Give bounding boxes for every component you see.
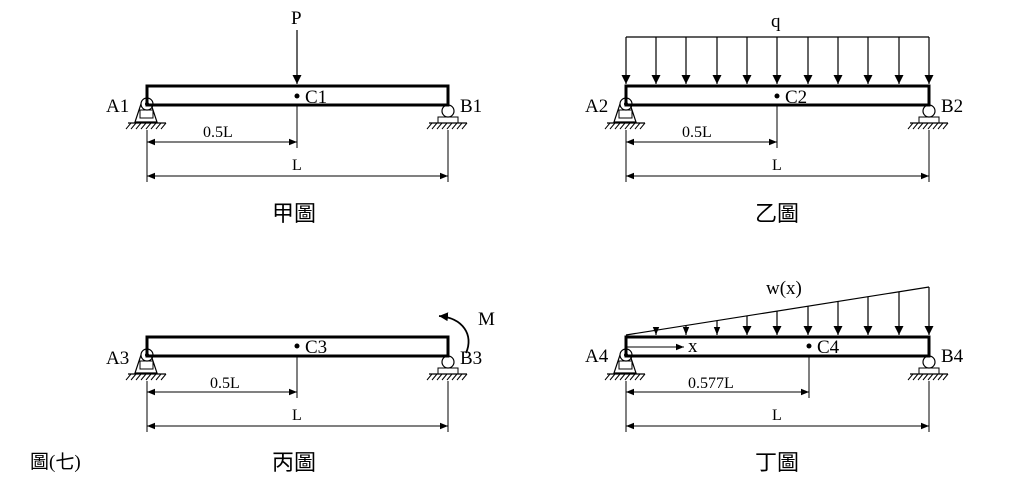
panel-jia: P C1 A1 B1 0.5L L 甲圖 (106, 8, 482, 226)
support-left-label: A1 (106, 96, 129, 117)
support-right-label: B4 (941, 346, 964, 367)
pin-support-left (604, 348, 646, 381)
x-label: x (688, 336, 698, 357)
moment-arrow (438, 312, 470, 354)
center-point (294, 93, 300, 99)
support-right-label: B2 (941, 96, 963, 117)
triangular-load (625, 286, 934, 336)
roller-support-right (426, 355, 468, 381)
center-label: C1 (305, 87, 327, 108)
figure-label: 圖(七) (30, 451, 81, 473)
center-label: C3 (305, 337, 327, 358)
pin-support-left (125, 97, 167, 130)
span-dim-label: L (772, 407, 782, 424)
roller-support-right (907, 355, 949, 381)
roller-support-right (907, 104, 949, 130)
center-label: C4 (817, 337, 840, 358)
load-label: P (291, 8, 302, 29)
panel-ding: w(x) x C4 A4 B4 0.577L L 丁圖 (585, 278, 964, 475)
panel-bing: M C3 A3 B3 0.5L L 丙圖 (106, 309, 495, 475)
span-dim-label: L (292, 407, 302, 424)
span-dim-label: L (772, 157, 782, 174)
center-label: C2 (785, 87, 807, 108)
center-dim-label: 0.577L (688, 375, 734, 392)
support-right-label: B1 (460, 96, 482, 117)
center-dim-label: 0.5L (682, 124, 712, 141)
panel-caption: 丁圖 (755, 450, 799, 475)
support-left-label: A3 (106, 348, 129, 369)
span-dim-label: L (292, 157, 302, 174)
pin-support-left (125, 348, 167, 381)
roller-support-right (426, 104, 468, 130)
center-point (774, 93, 780, 99)
load-label: q (771, 11, 781, 32)
panel-caption: 丙圖 (272, 450, 316, 475)
load-label: M (478, 309, 495, 330)
panel-yi: q C2 A2 B2 0.5L L 乙圖 (585, 11, 963, 226)
center-point (806, 343, 812, 349)
support-left-label: A4 (585, 346, 609, 367)
support-left-label: A2 (585, 96, 608, 117)
support-right-label: B3 (460, 348, 482, 369)
load-label: w(x) (766, 278, 802, 299)
panel-caption: 甲圖 (272, 201, 316, 226)
center-dim-label: 0.5L (203, 124, 233, 141)
pin-support-left (604, 97, 646, 130)
center-point (294, 343, 300, 349)
center-dim-label: 0.5L (210, 375, 240, 392)
panel-caption: 乙圖 (755, 201, 799, 226)
uniform-load (621, 36, 934, 84)
